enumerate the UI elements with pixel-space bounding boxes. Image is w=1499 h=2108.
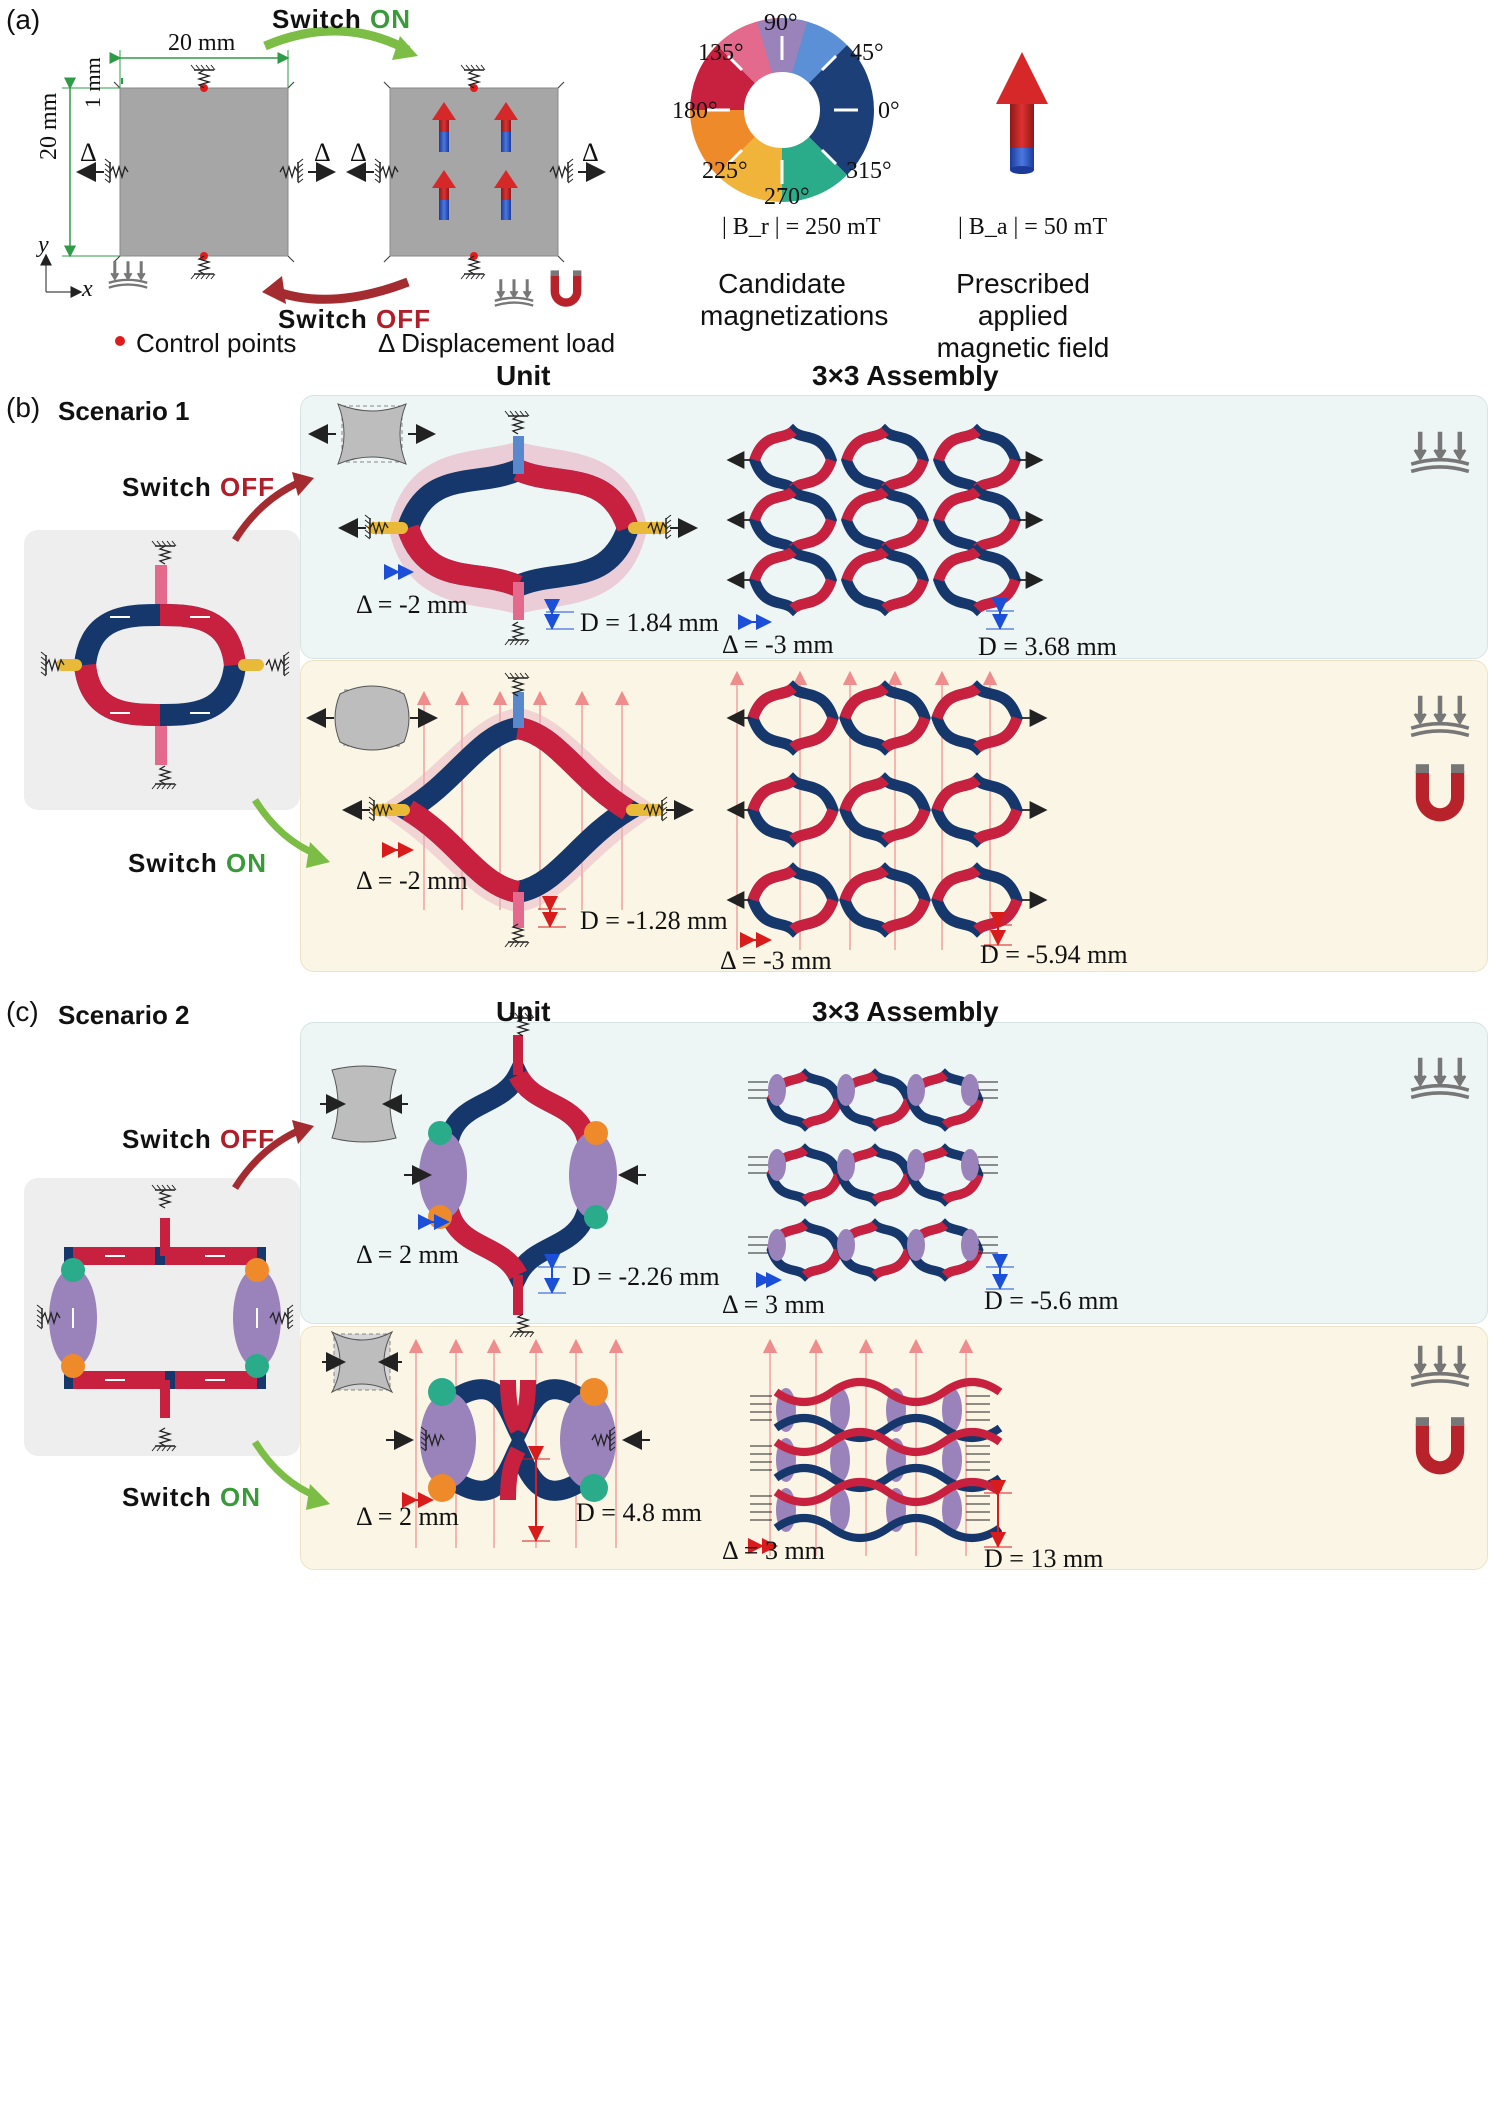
a-switch-on-label: Switch ON (272, 4, 412, 34)
axis-x-label: x (82, 276, 93, 302)
c-off-unit-delta: Δ = 2 mm (356, 1240, 459, 1269)
b-scenario: Scenario 1 (58, 396, 190, 426)
magnetization-wheel (690, 18, 874, 202)
b-on-assembly (726, 688, 1048, 930)
legend-control-points: Control points (136, 328, 297, 358)
a-switch-off-label: Switch OFF (278, 304, 432, 334)
c-off-asm-delta: Δ = 3 mm (722, 1290, 825, 1319)
a-delta-left-on: Δ (350, 138, 367, 167)
br-label: | B_r | = 250 mT (722, 214, 881, 240)
square-on (389, 87, 559, 257)
b-head-unit: Unit (496, 360, 551, 391)
c-on-unit-delta: Δ = 2 mm (356, 1502, 459, 1531)
b-on-asm-delta: Δ = -3 mm (720, 946, 832, 975)
ba-label: | B_a | = 50 mT (958, 214, 1108, 240)
angle-180: 180° (672, 98, 718, 124)
dim-gap-label: 1 mm (80, 57, 105, 108)
legend-displacement: Δ Displacement load (378, 328, 616, 358)
c-on-assembly (750, 1378, 1003, 1542)
a-delta-left: Δ (80, 138, 97, 167)
panel-a-label: (a) (6, 4, 41, 35)
c-on-asm-delta: Δ = 3 mm (722, 1536, 825, 1565)
square-off (119, 87, 289, 257)
angle-135: 135° (698, 40, 744, 66)
b-off-assembly (726, 431, 1044, 609)
angle-225: 225° (702, 158, 748, 184)
b-on-asm-D: D = -5.94 mm (980, 940, 1128, 969)
c-head-unit: Unit (496, 996, 551, 1027)
b-off-asm-delta: Δ = -3 mm (722, 630, 834, 659)
c-off-panel (300, 1022, 1488, 1324)
angle-0: 0° (878, 98, 900, 124)
b-switch-on: Switch ON (128, 848, 268, 878)
c-off-assembly (748, 1074, 998, 1275)
caption-field: Prescribed applied magnetic field (936, 268, 1110, 363)
b-switch-off: Switch OFF (122, 472, 276, 502)
c-head-assembly: 3×3 Assembly (812, 996, 999, 1027)
b-on-unit-delta: Δ = -2 mm (356, 866, 468, 895)
dim-height-label: 20 mm (36, 92, 62, 160)
c-off-asm-D: D = -5.6 mm (984, 1286, 1119, 1315)
b-head-assembly: 3×3 Assembly (812, 360, 999, 391)
angle-270: 270° (764, 184, 810, 210)
c-switch-off: Switch OFF (122, 1124, 276, 1154)
c-scenario: Scenario 2 (58, 1000, 190, 1030)
panel-b-label: (b) (6, 392, 41, 423)
angle-315: 315° (846, 158, 892, 184)
dim-width-label: 20 mm (168, 30, 236, 56)
caption-candidate: Candidate magnetizations (700, 268, 889, 331)
a-delta-right: Δ (314, 138, 331, 167)
c-on-asm-D: D = 13 mm (984, 1544, 1104, 1573)
c-switch-on: Switch ON (122, 1482, 262, 1512)
applied-field-arrow (996, 52, 1048, 174)
b-off-unit-D: D = 1.84 mm (580, 608, 719, 637)
b-off-unit-delta: Δ = -2 mm (356, 590, 468, 619)
b-on-unit-D: D = -1.28 mm (580, 906, 728, 935)
b-off-asm-D: D = 3.68 mm (978, 632, 1117, 661)
angle-90: 90° (764, 10, 798, 36)
angle-45: 45° (850, 40, 884, 66)
panel-c-label: (c) (6, 996, 39, 1027)
c-on-unit-D: D = 4.8 mm (576, 1498, 702, 1527)
c-off-unit-D: D = -2.26 mm (572, 1262, 720, 1291)
axis-y-label: y (38, 232, 49, 258)
a-delta-right-on: Δ (582, 138, 599, 167)
